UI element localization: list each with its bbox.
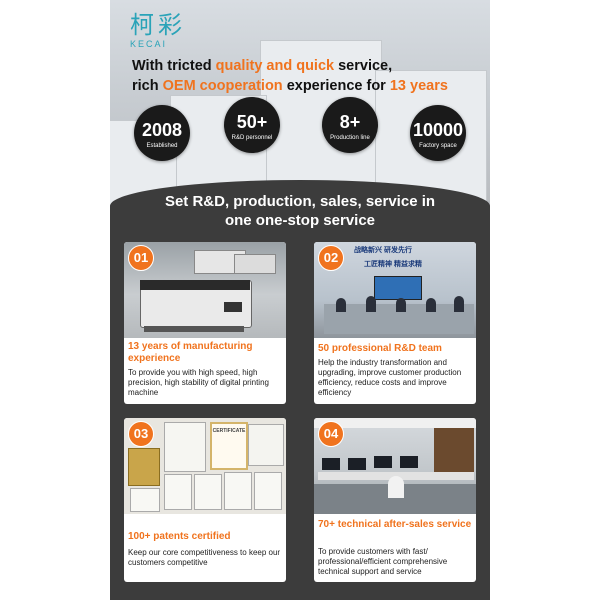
stat-value: 8+ [339,112,361,132]
tagline-highlight: quality and quick [215,58,335,74]
card-number-badge: 04 [318,421,344,447]
stat-value: 2008 [141,120,183,140]
section-heading-line: Set R&D, production, sales, service in [164,193,436,210]
tagline-text: rich [132,78,163,94]
card-number-badge: 01 [128,245,154,271]
card-description: Help the industry transformation and upg… [318,358,462,397]
stat-label: Established [146,143,178,149]
certificates-image: CERTIFICATE [124,418,286,514]
card-rd-team: 战略新兴 研发先行 工匠精神 精益求精 02 50 professional R… [314,242,476,404]
card-title: 70+ technical after-sales service [318,519,472,530]
card-manufacturing: 01 13 years of manufacturing experience … [124,242,286,404]
card-patents: CERTIFICATE 03 100+ patents certified Ke… [124,418,286,582]
service-office-image [314,418,476,514]
brand-name-en: KECAI [130,39,168,49]
card-number-badge: 03 [128,421,154,447]
tagline-line-2: rich OEM cooperation experience for 13 y… [132,76,482,96]
stats-row: 2008 Established 50+ R&D personnel 8+ Pr… [124,97,484,161]
card-title: 100+ patents certified [128,531,231,542]
stat-label: R&D personnel [231,135,273,141]
tagline-text: With tricted [132,58,216,74]
card-title: 13 years of manufacturing experience [128,341,253,364]
card-description: To provide you with high speed, high pre… [128,368,269,397]
stat-rd-personnel: 50+ R&D personnel [224,97,280,153]
stat-label: Production line [330,135,370,141]
certificate-label: CERTIFICATE [212,428,246,434]
brand-logo: 柯彩 KECAI [130,12,186,49]
tagline-text: experience for [282,78,390,94]
card-number-badge: 02 [318,245,344,271]
card-after-sales: 04 70+ technical after-sales service To … [314,418,476,582]
tagline-text: service, [334,58,393,74]
tagline-line-1: With tricted quality and quick service, [132,56,482,76]
stat-value: 50+ [236,112,268,132]
stat-production-line: 8+ Production line [322,97,378,153]
card-description: Keep our core competitiveness to keep ou… [128,548,281,567]
card-description: To provide customers with fast/ professi… [318,547,448,576]
stat-established: 2008 Established [134,105,190,161]
wall-slogan-2: 工匠精神 精益求精 [364,261,422,268]
promo-poster: 柯彩 KECAI With tricted quality and quick … [110,0,490,600]
stat-label: Factory space [419,143,457,149]
tagline: With tricted quality and quick service, … [132,56,482,96]
brand-name-cn: 柯彩 [130,11,186,39]
tagline-highlight: 13 years [389,78,448,94]
section-heading-line: one one-stop service [224,212,376,229]
stat-value: 10000 [412,120,464,140]
tagline-highlight: OEM cooperation [162,78,283,94]
wall-slogan-1: 战略新兴 研发先行 [354,247,412,254]
stat-factory-space: 10000 Factory space [410,105,466,161]
section-heading: Set R&D, production, sales, service in o… [110,192,490,230]
card-title: 50 professional R&D team [318,343,442,354]
